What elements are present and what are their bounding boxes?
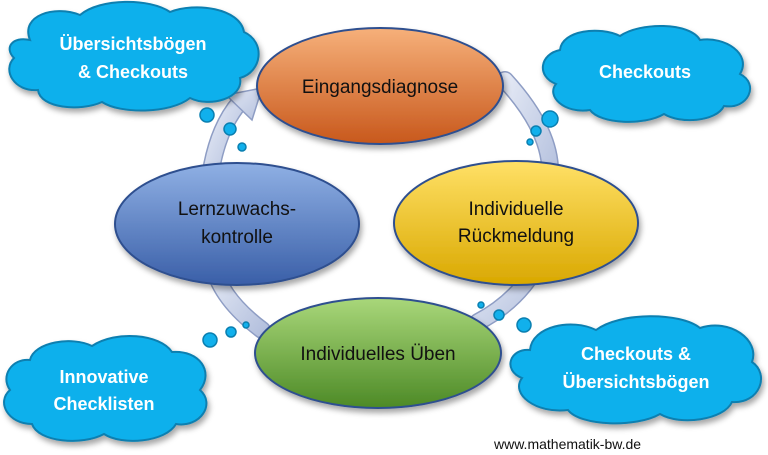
ellipse-label-right-line1: Individuelle — [468, 199, 563, 220]
cloud-bottom-right-line1: Checkouts & — [581, 344, 691, 364]
ellipse-eingangsdiagnose: Eingangsdiagnose — [256, 27, 504, 145]
cloud-bottom-left-line2: Checklisten — [53, 394, 154, 414]
cloud-top-right: Checkouts — [541, 25, 752, 123]
ellipse-label-bottom: Individuelles Üben — [300, 344, 455, 365]
ellipse-ueben: Individuelles Üben — [254, 297, 502, 409]
cloud-top-left-bubbles — [199, 107, 247, 152]
cloud-bottom-right: Checkouts & Übersichtsbögen — [509, 315, 762, 425]
ellipse-label-left-line2: kontrolle — [201, 227, 273, 248]
cloud-bottom-right-line2: Übersichtsbögen — [562, 372, 709, 392]
cloud-bottom-right-bubbles — [477, 301, 532, 333]
ellipse-label-right-line2: Rückmeldung — [458, 226, 574, 247]
cloud-top-left-line1: Übersichtsbögen — [59, 34, 206, 54]
ellipse-rueckmeldung: Individuelle Rückmeldung — [393, 160, 639, 286]
ellipse-label-top: Eingangsdiagnose — [302, 77, 458, 98]
cloud-bottom-left: Innovative Checklisten — [3, 335, 208, 442]
ellipse-lernzuwachskontrolle: Lernzuwachs- kontrolle — [114, 162, 360, 286]
footer-url: www.mathematik-bw.de — [494, 436, 642, 452]
cloud-top-right-line1: Checkouts — [599, 62, 691, 82]
ellipse-label-left-line1: Lernzuwachs- — [178, 199, 296, 220]
cycle-arrowhead — [224, 87, 264, 122]
cloud-bottom-left-line1: Innovative — [59, 367, 148, 387]
cloud-bottom-left-bubbles — [202, 321, 250, 348]
cloud-top-right-bubbles — [526, 110, 559, 146]
cloud-top-left-line2: & Checkouts — [78, 62, 188, 82]
cloud-top-left: Übersichtsbögen & Checkouts — [8, 0, 260, 112]
